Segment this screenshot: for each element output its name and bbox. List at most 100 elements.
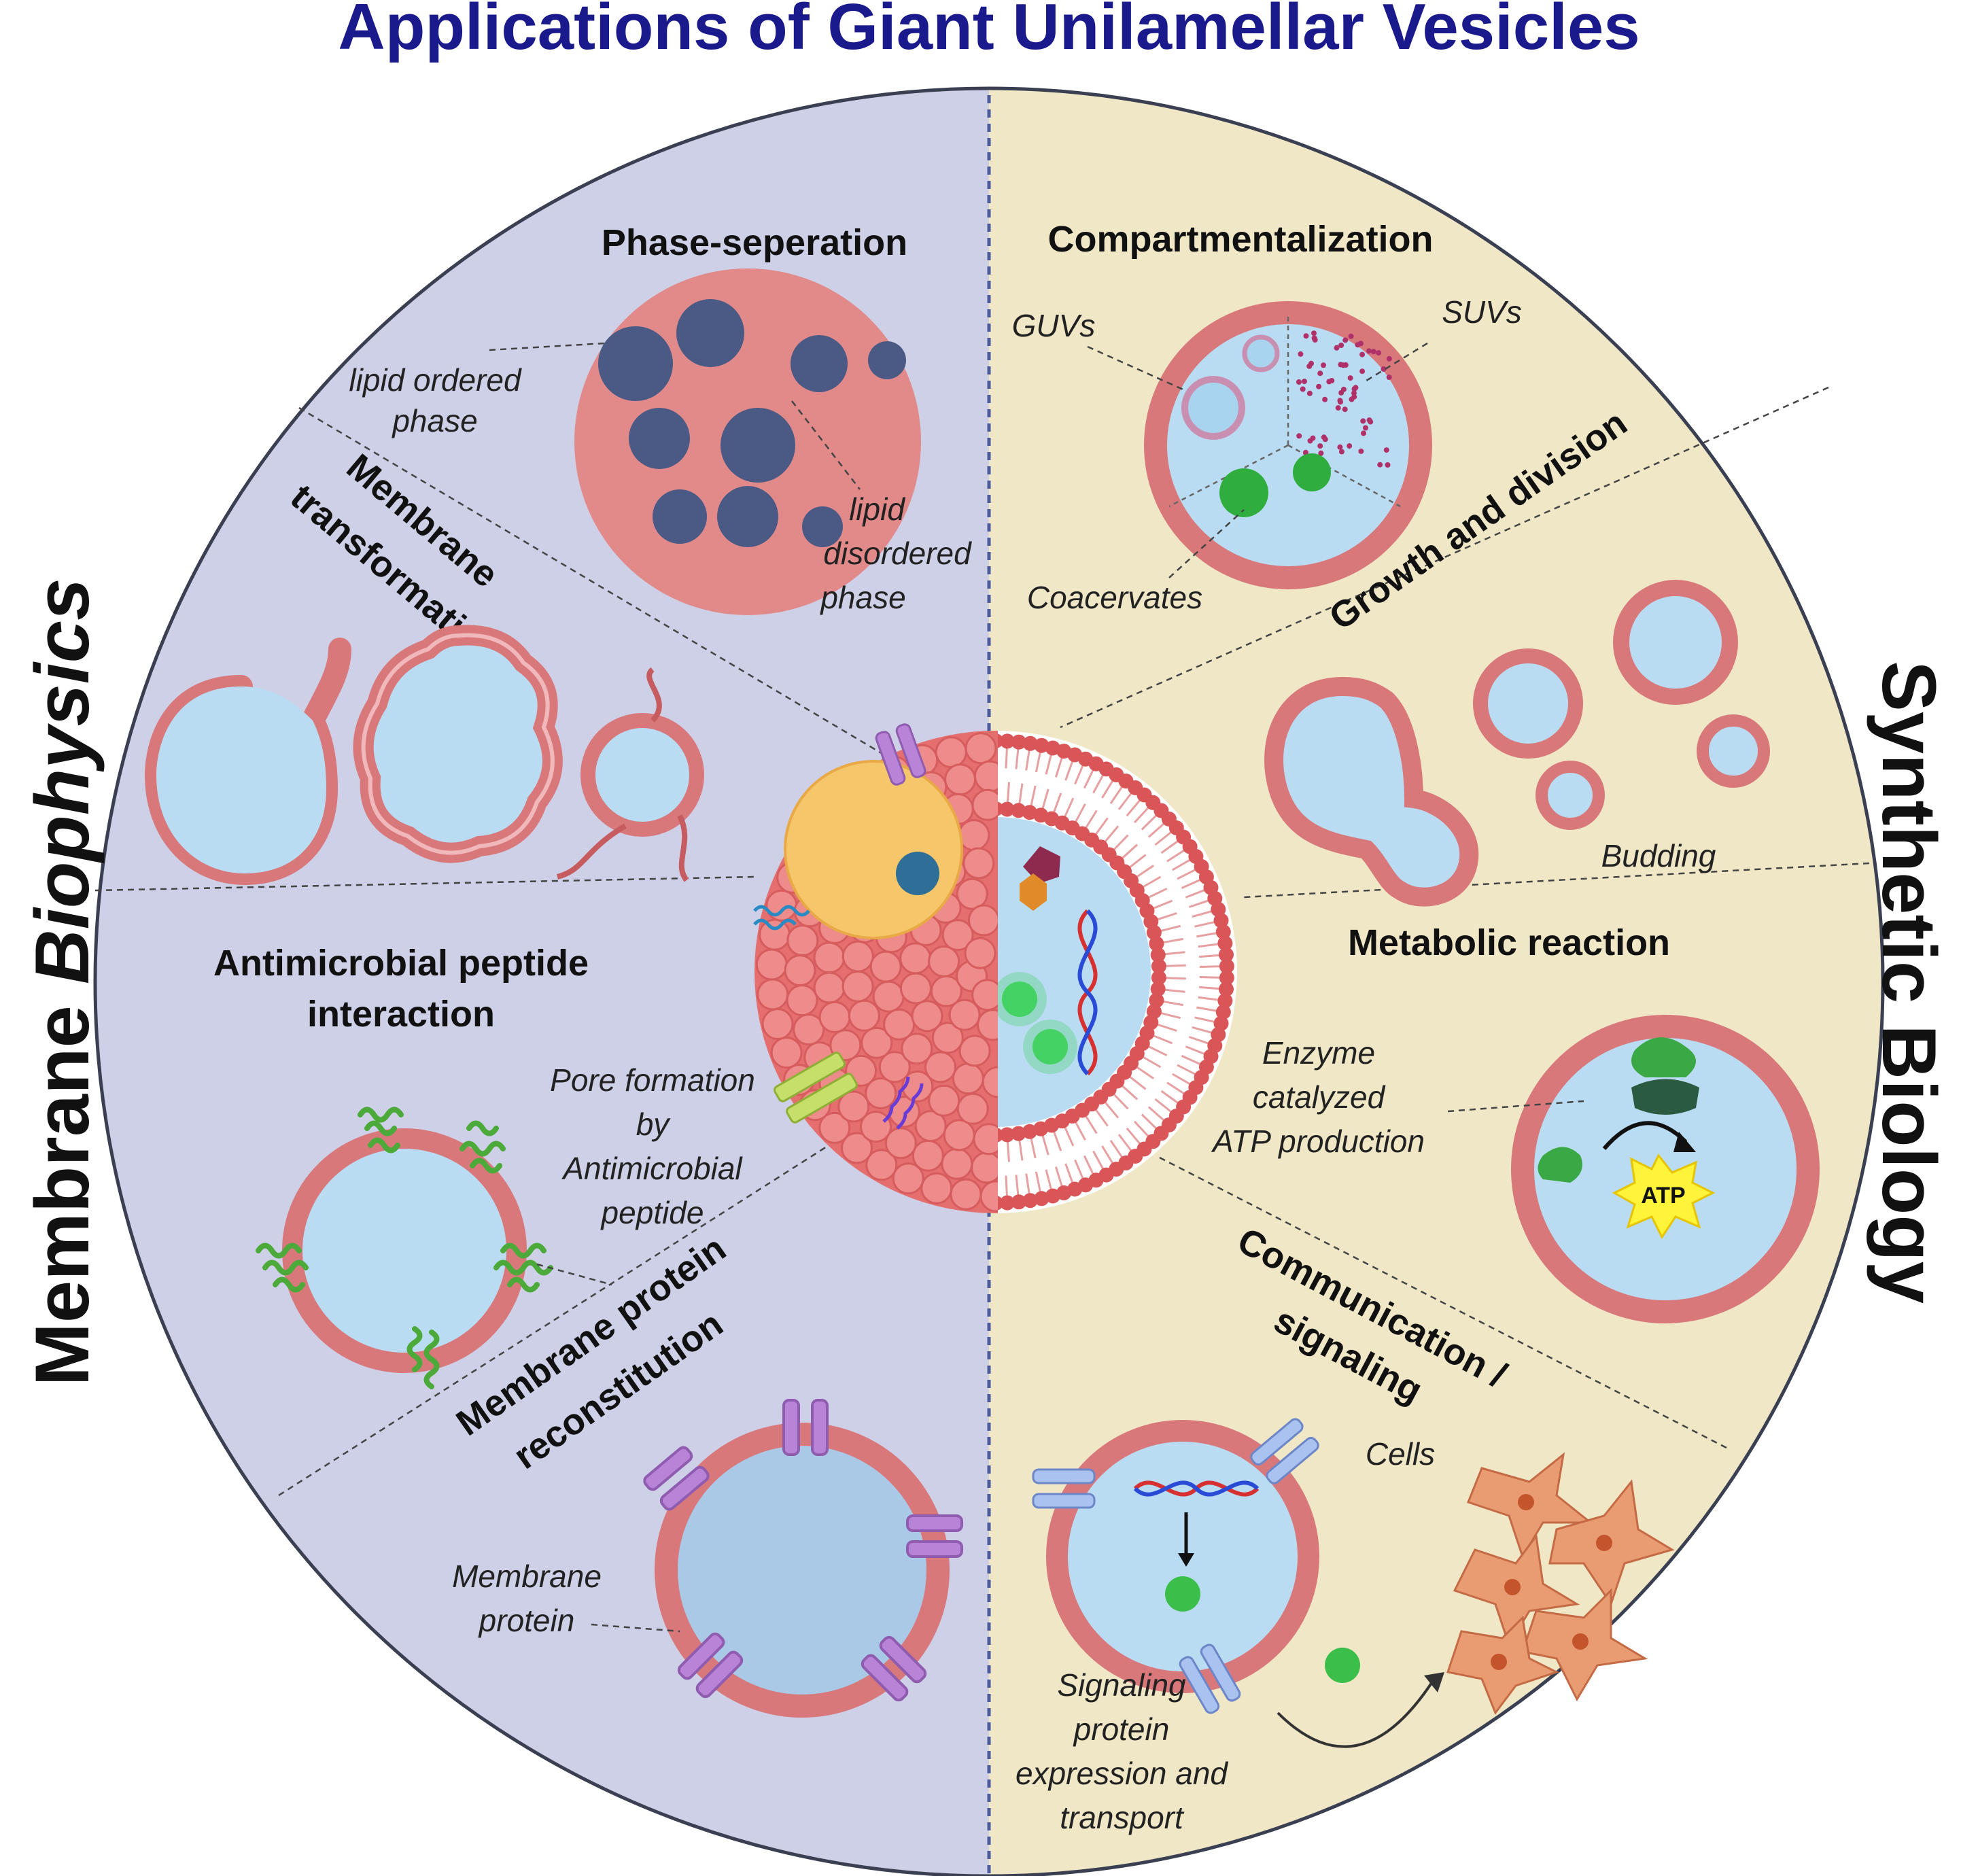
pore-label-4: peptide — [600, 1195, 704, 1230]
peptide-top-right — [459, 1120, 506, 1174]
pore-label-1: Pore formation — [550, 1062, 755, 1098]
peptide-clusters — [256, 1107, 553, 1389]
receptor-proteins — [1032, 1418, 1319, 1714]
coacervate-1 — [1219, 468, 1268, 517]
transport-arrowhead — [1424, 1672, 1444, 1692]
enzyme-label-1: Enzyme — [1262, 1035, 1375, 1071]
wavy-vesicle-inner-line — [361, 633, 555, 855]
signaling-label-1: Signaling — [1057, 1667, 1186, 1703]
pore-label-2: by — [636, 1107, 672, 1142]
cell-nuclei — [1491, 1494, 1612, 1670]
coacervate-2 — [1293, 453, 1331, 491]
substrate — [1538, 1147, 1582, 1183]
lipid-ordered-domains — [598, 299, 906, 547]
small-vesicle — [1697, 714, 1770, 788]
inner-guv-1 — [1181, 376, 1245, 440]
cell-peptide-bottom — [882, 1076, 924, 1130]
vesicle-tail-top — [646, 667, 662, 723]
nucleolus — [896, 852, 939, 895]
lipid-ordered-label-2: phase — [391, 403, 477, 438]
cell-membrane-protein — [875, 723, 926, 786]
suvs-label: SUVs — [1442, 294, 1522, 330]
protein-3 — [906, 1514, 963, 1558]
peptide-left — [256, 1243, 309, 1293]
protein-leader — [591, 1623, 680, 1633]
lipid-ordered-label-1: lipid ordered — [349, 362, 522, 398]
green-particle-1 — [1002, 982, 1037, 1017]
lipid-disordered-label-3: phase — [819, 580, 905, 615]
antimicrobial-title-2: interaction — [307, 994, 495, 1035]
phase-separation-panel: Phase-seperation lipid ordered phase lip… — [349, 222, 972, 615]
receptor-bottom — [1179, 1644, 1241, 1714]
membrane-proteins — [643, 1399, 963, 1702]
lipid-disordered-label-2: disordered — [823, 536, 972, 571]
peptide-bottom — [406, 1326, 440, 1389]
reaction-arrowhead — [1673, 1132, 1696, 1152]
synthetic-biology-label: Synthetic Biology — [1867, 661, 1951, 1304]
cell-peptide-top — [753, 905, 810, 931]
protein-5 — [677, 1632, 744, 1699]
wavy-vesicle — [353, 625, 563, 863]
enzyme-top — [1631, 1037, 1696, 1077]
cell-pore — [774, 1052, 858, 1124]
membrane-protein-label-2: protein — [478, 1603, 575, 1638]
ordered-leader — [489, 342, 606, 351]
central-cell — [753, 723, 1237, 1213]
budding-parent-vesicle — [1473, 648, 1583, 759]
enzyme-label-3: ATP production — [1211, 1124, 1425, 1159]
protein-4 — [861, 1635, 927, 1702]
compartmentalization-title: Compartmentalization — [1047, 219, 1433, 260]
metabolic-title: Metabolic reaction — [1348, 922, 1670, 963]
signaling-label-3: expression and — [1016, 1756, 1228, 1791]
compartmentalization-panel: Compartmentalization GUVs SUVs Coacervat… — [1012, 219, 1522, 615]
coacervates-leader — [1168, 509, 1245, 578]
antimicrobial-vesicle — [282, 1128, 527, 1373]
enzyme-label-2: catalyzed — [1253, 1079, 1386, 1115]
lipid-heads-outer — [998, 733, 1234, 1211]
peptide-top-left — [358, 1107, 404, 1153]
vesicle-tail-right — [677, 814, 689, 882]
phase-separation-title: Phase-seperation — [602, 222, 907, 263]
big-circle-outline — [93, 86, 1885, 1876]
diagram-title: Applications of Giant Unilamellar Vesicl… — [338, 0, 1639, 63]
pore-label-3: Antimicrobial — [561, 1151, 743, 1186]
disordered-leader — [791, 400, 861, 490]
transport-arrow — [1277, 1678, 1436, 1748]
antimicrobial-title-1: Antimicrobial peptide — [213, 943, 589, 984]
atp-label: ATP — [1641, 1183, 1685, 1209]
signal-protein-inside — [1165, 1576, 1200, 1612]
guvs-leader — [1087, 345, 1187, 392]
cell-right-half — [998, 731, 1237, 1213]
vesicle-tail-bottom — [556, 823, 627, 880]
metabolic-panel: Metabolic reaction ATP Enzyme catalyzed … — [1211, 922, 1820, 1323]
receptor-right — [1250, 1418, 1319, 1484]
hexagon-molecule — [1020, 873, 1047, 911]
grown-vesicle — [1613, 580, 1738, 705]
protein-1 — [643, 1446, 710, 1511]
expression-arrowhead — [1178, 1553, 1194, 1567]
divider-antimicrobial-protein — [278, 1113, 878, 1497]
divider-phase-transform — [298, 406, 884, 756]
lipid-heads-inner — [998, 782, 1186, 1162]
membrane-protein-label-1: Membrane — [452, 1559, 602, 1594]
membrane-biophysics-label: Membrane Biophysics — [20, 578, 105, 1387]
suv-dots — [1296, 330, 1392, 471]
divider-compart-growth — [1060, 386, 1829, 729]
pore-leader — [536, 1263, 612, 1286]
divider-metabolic-communication — [1155, 1154, 1727, 1449]
signaling-label-4: transport — [1060, 1800, 1185, 1835]
dividing-vesicle — [1264, 676, 1479, 907]
cells-label: Cells — [1366, 1436, 1435, 1472]
divider-transform-antimicrobial — [94, 875, 755, 892]
coacervates-label: Coacervates — [1027, 580, 1202, 615]
suvs-leader — [1366, 342, 1428, 382]
lipid-disordered-label-1: lipid — [849, 491, 905, 527]
green-particle-1-glow — [998, 972, 1047, 1026]
atp-burst — [1612, 1153, 1716, 1239]
peptide-right — [493, 1243, 553, 1293]
signal-protein-outside — [1325, 1648, 1360, 1683]
signaling-label-2: protein — [1073, 1712, 1170, 1747]
green-particle-2 — [1033, 1029, 1068, 1064]
budding-label: Budding — [1601, 838, 1716, 873]
